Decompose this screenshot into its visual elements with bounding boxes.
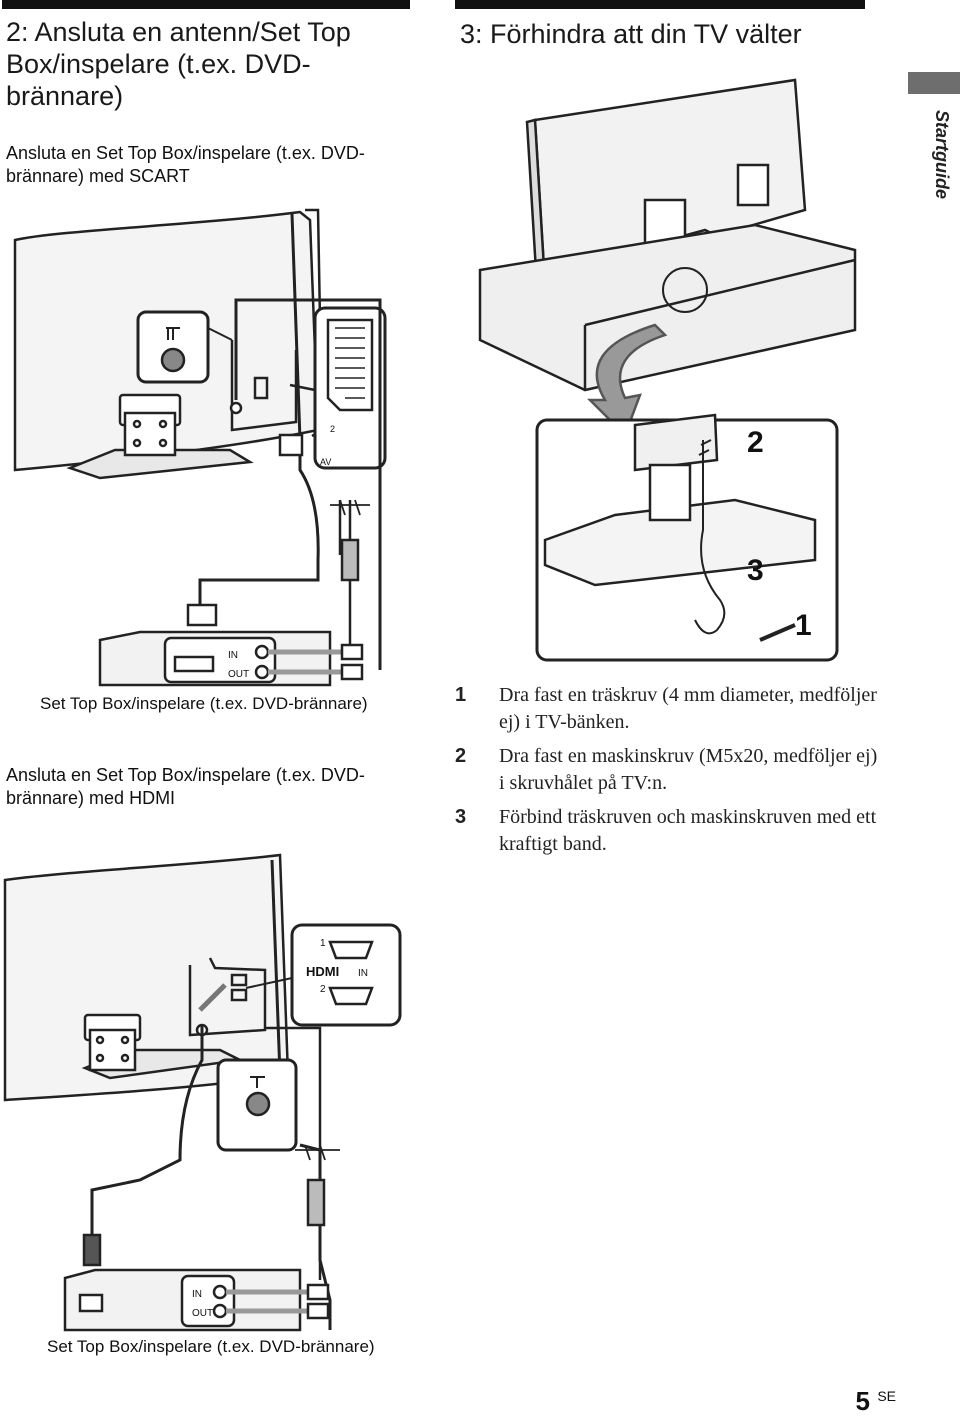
scart-subheading: Ansluta en Set Top Box/inspelare (t.ex. … [6,143,365,186]
tv-anti-tip-diagram: 2 3 1 [478,78,857,662]
callout-2: 2 [747,426,764,459]
hdmi-box-in-label: IN [192,1289,202,1300]
page-number: 5 [855,1386,870,1416]
step-text: Dra fast en maskinskruv (M5x20, medfölje… [499,745,878,794]
hdmi-logo: HDMI [306,964,339,979]
step-item: 3 Förbind träskruven och maskinskruven me… [455,804,885,858]
hdmi-device-caption: Set Top Box/inspelare (t.ex. DVD-brännar… [47,1337,375,1356]
step-item: 2 Dra fast en maskinskruv (M5x20, medfölj… [455,743,885,797]
step-item: 1 Dra fast en träskruv (4 mm diameter, me… [455,682,885,736]
right-section-heading: 3: Förhindra att din TV välter [460,19,802,49]
step-number: 3 [455,806,467,828]
left-top-rule [2,0,410,9]
hdmi-subheading: Ansluta en Set Top Box/inspelare (t.ex. … [6,765,365,808]
section-tab-marker [908,72,960,94]
scart-av-label: AV [320,457,331,467]
callout-3: 3 [747,554,764,587]
hdmi-port-1-label: 1 [320,938,326,949]
box-in-label: IN [228,650,238,661]
anti-tip-steps: 1 Dra fast en träskruv (4 mm diameter, me… [455,682,885,865]
scart-device-caption: Set Top Box/inspelare (t.ex. DVD-brännar… [40,694,368,713]
box-out-label: OUT [228,669,249,680]
step-text: Dra fast en träskruv (4 mm diameter, med… [499,684,877,733]
page-language: SE [877,1388,896,1404]
hdmi-connection-diagram: 1 HDMI IN 2 IN OUT [3,853,402,1332]
right-top-rule [455,0,865,9]
step-number: 1 [455,684,467,706]
step-number: 2 [455,745,467,767]
hdmi-port-2-label: 2 [320,984,326,995]
hdmi-box-out-label: OUT [192,1308,213,1319]
scart-connection-diagram: AV 2 IN OUT [13,208,387,687]
side-section-label: Startguide [932,110,952,200]
scart-port-number: 2 [330,424,335,434]
callout-1: 1 [795,609,812,642]
hdmi-in-label: IN [358,968,368,979]
step-text: Förbind träskruven och maskinskruven med… [499,806,877,855]
left-section-heading: 2: Ansluta en antenn/Set Top Box/inspela… [6,17,351,111]
